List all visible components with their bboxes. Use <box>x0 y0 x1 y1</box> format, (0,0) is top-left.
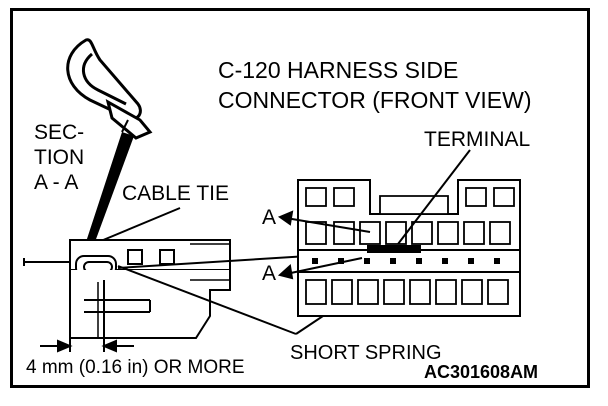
dimension-label: 4 mm (0.16 in) OR MORE <box>26 357 245 378</box>
title-line-1: C-120 HARNESS SIDE <box>218 57 459 83</box>
section-view <box>23 239 231 339</box>
section-arrow-label-lower: A <box>262 262 277 285</box>
section-label: SEC- TION A - A <box>34 120 84 195</box>
short-spring-label: SHORT SPRING <box>290 342 442 364</box>
connector-front-view <box>297 179 521 317</box>
terminal-label: TERMINAL <box>424 128 531 151</box>
section-line-3: A - A <box>34 171 79 194</box>
diagram-title: C-120 HARNESS SIDE CONNECTOR (FRONT VIEW… <box>218 55 531 115</box>
cable-tie-label: CABLE TIE <box>122 182 229 205</box>
dimension-marker <box>40 280 134 353</box>
section-arrow-label-upper: A <box>262 206 277 229</box>
title-line-2: CONNECTOR (FRONT VIEW) <box>218 87 532 113</box>
section-line-2: TION <box>34 146 85 169</box>
figure-code: AC301608AM <box>424 362 539 382</box>
section-arrows <box>277 210 371 280</box>
section-line-1: SEC- <box>34 121 85 144</box>
cable-tie-illustration <box>66 38 153 140</box>
section-pointer-wedge <box>84 132 134 250</box>
terminal-leader <box>397 149 471 245</box>
